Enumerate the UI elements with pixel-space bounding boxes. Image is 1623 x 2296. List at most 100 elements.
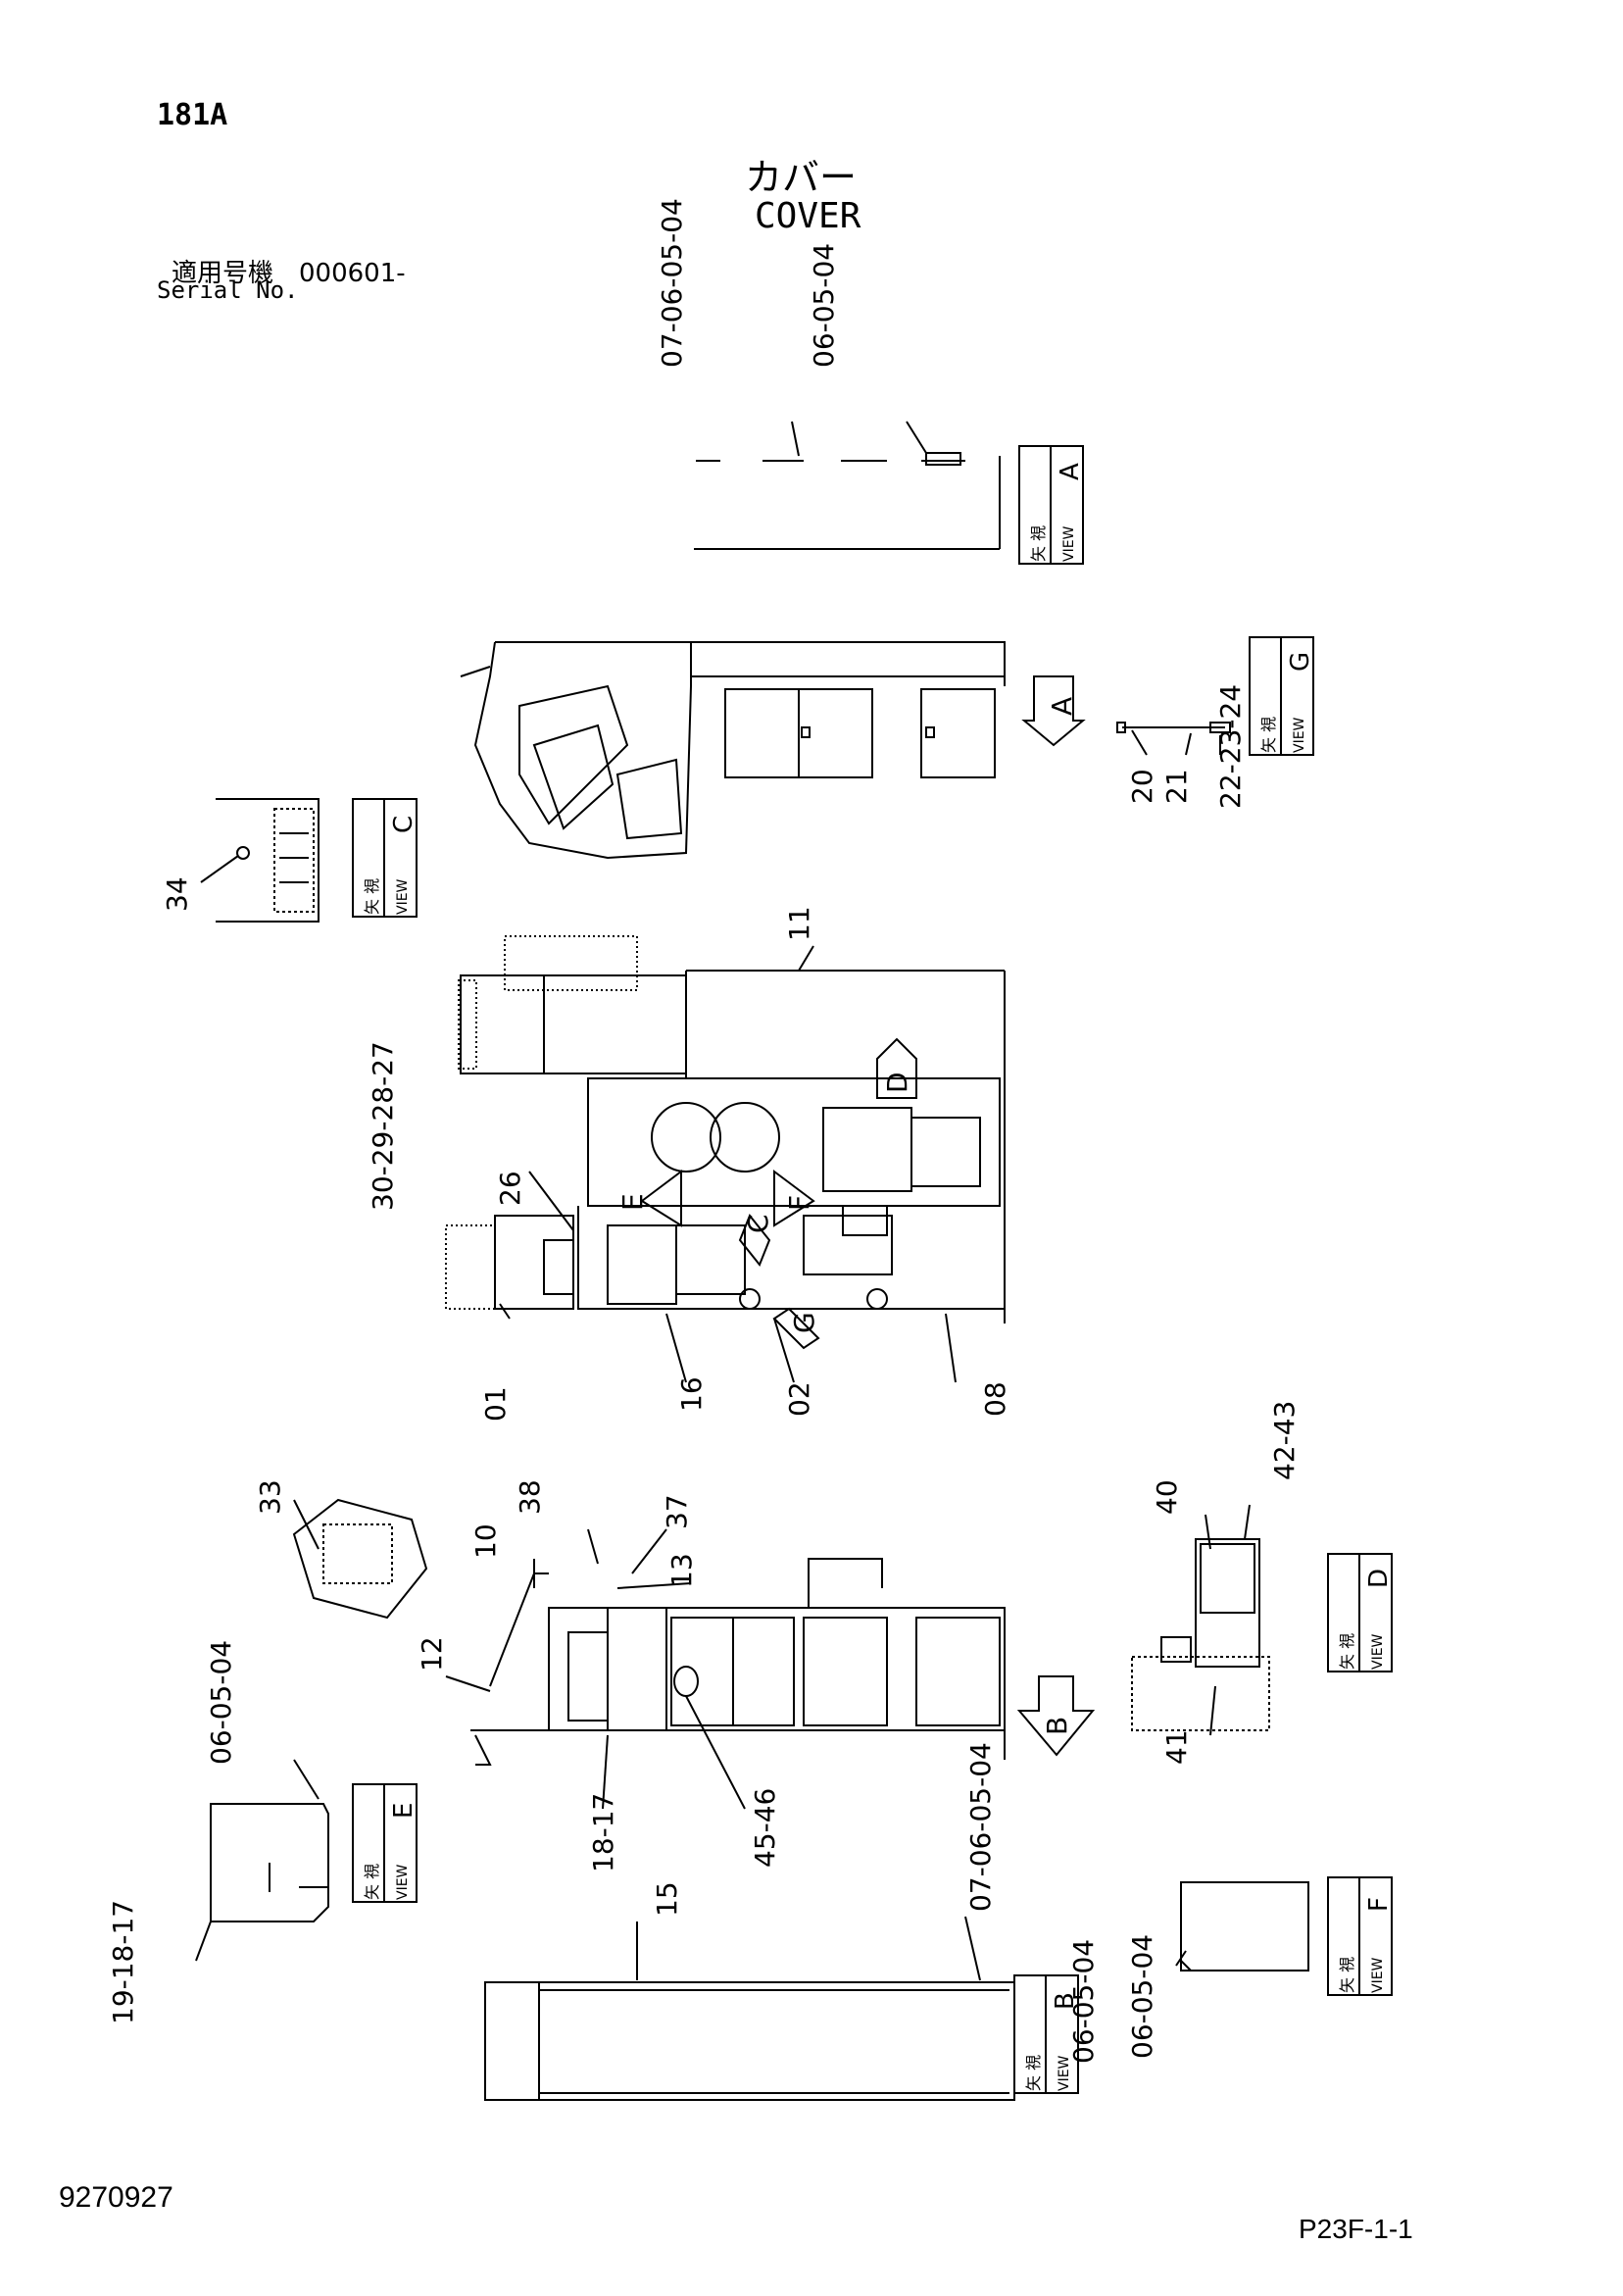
svg-text:B: B xyxy=(1051,1992,1080,2010)
callout-view-e-bottom: 19-18-17 xyxy=(107,1900,139,2024)
svg-text:15: 15 xyxy=(651,1881,683,1917)
arrow-letter-b: B xyxy=(1041,1717,1073,1735)
arrow-letter-d: D xyxy=(881,1072,913,1093)
title-japanese: カバー xyxy=(745,156,858,199)
svg-text:08: 08 xyxy=(979,1381,1011,1417)
svg-text:10: 10 xyxy=(469,1523,502,1559)
svg-text:41: 41 xyxy=(1160,1729,1193,1765)
page-number: 181A xyxy=(157,98,228,132)
svg-text:42-43: 42-43 xyxy=(1268,1401,1301,1480)
arrow-letter-e: E xyxy=(616,1193,649,1211)
svg-text:19-18-17: 19-18-17 xyxy=(107,1900,139,2024)
svg-text:06-05-04: 06-05-04 xyxy=(808,243,840,368)
svg-text:45-46: 45-46 xyxy=(749,1788,781,1868)
svg-text:07-06-05-04: 07-06-05-04 xyxy=(656,198,688,368)
view-d-drawing xyxy=(1131,1504,1270,1736)
view-a-drawing xyxy=(694,421,1001,550)
callout-main-08: 08 xyxy=(979,1381,1011,1417)
svg-text:VIEW: VIEW xyxy=(1057,2055,1072,2091)
svg-text:11: 11 xyxy=(783,906,815,941)
svg-text:37: 37 xyxy=(661,1494,693,1529)
svg-text:矢 視: 矢 視 xyxy=(1024,2055,1043,2091)
view-f-drawing xyxy=(1175,1881,1309,1972)
view-label-b: B 矢 視 VIEW xyxy=(1013,1974,1080,2094)
svg-text:VIEW: VIEW xyxy=(395,878,411,915)
svg-text:34: 34 xyxy=(161,876,193,912)
callout-side-38: 38 xyxy=(514,1479,546,1515)
svg-text:G: G xyxy=(1286,652,1315,672)
svg-text:01: 01 xyxy=(479,1386,512,1422)
view-label-g: G 矢 視 VIEW xyxy=(1249,636,1315,756)
svg-text:VIEW: VIEW xyxy=(1370,1633,1386,1670)
svg-text:矢 視: 矢 視 xyxy=(1259,717,1278,753)
callout-side-33: 33 xyxy=(254,1479,286,1515)
callout-main-26: 26 xyxy=(494,1171,526,1206)
sheet-code: P23F-1-1 xyxy=(1299,2214,1413,2244)
svg-text:40: 40 xyxy=(1151,1479,1183,1515)
svg-text:矢 視: 矢 視 xyxy=(363,878,381,915)
callout-view-d-40: 40 xyxy=(1151,1479,1183,1515)
svg-text:06-05-04: 06-05-04 xyxy=(205,1640,237,1765)
svg-text:A: A xyxy=(1056,463,1085,480)
svg-text:06-05-04: 06-05-04 xyxy=(1126,1934,1158,2059)
view-e-drawing xyxy=(195,1759,329,1962)
side-leaders xyxy=(445,1528,746,1810)
arrow-letter-c: C xyxy=(742,1214,774,1233)
svg-text:矢 視: 矢 視 xyxy=(1338,1633,1356,1670)
callout-view-b-15: 15 xyxy=(651,1881,683,1917)
title-english: COVER xyxy=(755,196,861,236)
svg-text:VIEW: VIEW xyxy=(1061,525,1077,562)
callout-view-b-right: 06-05-04 xyxy=(1067,1939,1100,2064)
arrow-letter-a: A xyxy=(1046,697,1078,716)
svg-text:矢 視: 矢 視 xyxy=(363,1864,381,1900)
svg-text:VIEW: VIEW xyxy=(395,1864,411,1900)
callout-view-d-42-43: 42-43 xyxy=(1268,1401,1301,1480)
view-label-c: C 矢 視 VIEW xyxy=(352,798,418,918)
view-label-d: D 矢 視 VIEW xyxy=(1327,1553,1394,1672)
svg-text:38: 38 xyxy=(514,1479,546,1515)
callout-view-b-07-04: 07-06-05-04 xyxy=(964,1742,997,1912)
callout-view-g-21: 21 xyxy=(1160,769,1193,804)
main-top-view xyxy=(445,641,1086,1383)
arrow-letter-g: G xyxy=(788,1312,820,1333)
svg-text:26: 26 xyxy=(494,1171,526,1206)
serial-label-english: Serial No. xyxy=(157,276,299,304)
arrow-b-shape xyxy=(1016,1675,1096,1757)
svg-text:33: 33 xyxy=(254,1479,286,1515)
svg-text:D: D xyxy=(1364,1569,1394,1588)
svg-text:02: 02 xyxy=(783,1381,815,1417)
callout-side-45-46: 45-46 xyxy=(749,1788,781,1868)
callout-view-a-right: 06-05-04 xyxy=(808,243,840,368)
callout-view-f: 06-05-04 xyxy=(1126,1934,1158,2059)
view-g-drawing xyxy=(1116,722,1231,756)
svg-text:06-05-04: 06-05-04 xyxy=(1067,1939,1100,2064)
serial-label-japanese: 適用号機 000601- xyxy=(172,259,406,288)
callout-main-30-27: 30-29-28-27 xyxy=(367,1041,399,1211)
view-b-drawing xyxy=(484,1916,1015,2101)
view-label-e: E 矢 視 VIEW xyxy=(352,1783,418,1903)
callout-main-01: 01 xyxy=(479,1386,512,1422)
arrow-letter-f: F xyxy=(783,1195,815,1211)
svg-text:E: E xyxy=(389,1803,418,1819)
svg-text:VIEW: VIEW xyxy=(1292,717,1307,753)
svg-text:16: 16 xyxy=(675,1376,708,1412)
svg-text:矢 視: 矢 視 xyxy=(1029,525,1048,562)
callout-main-02: 02 xyxy=(783,1381,815,1417)
callout-side-12: 12 xyxy=(416,1636,448,1672)
svg-text:C: C xyxy=(389,816,418,833)
callout-view-g-20: 20 xyxy=(1126,769,1158,804)
view-label-f: F 矢 視 VIEW xyxy=(1327,1876,1394,1996)
callout-side-37: 37 xyxy=(661,1494,693,1529)
callout-main-16: 16 xyxy=(675,1376,708,1412)
svg-text:20: 20 xyxy=(1126,769,1158,804)
callout-side-10: 10 xyxy=(469,1523,502,1559)
svg-text:12: 12 xyxy=(416,1636,448,1672)
svg-text:30-29-28-27: 30-29-28-27 xyxy=(367,1041,399,1211)
view-c-drawing xyxy=(200,798,320,923)
svg-text:VIEW: VIEW xyxy=(1370,1957,1386,1993)
cab-window-33 xyxy=(292,1498,428,1620)
callout-view-c-34: 34 xyxy=(161,876,193,912)
svg-text:F: F xyxy=(1364,1897,1394,1912)
document-number: 9270927 xyxy=(59,2181,173,2214)
